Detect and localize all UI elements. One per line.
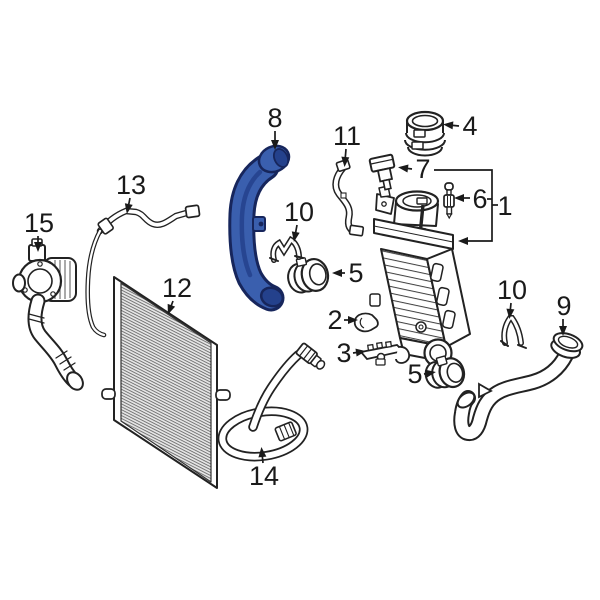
coolant-hose-13 — [85, 204, 201, 338]
clip-2 — [353, 312, 379, 333]
clip-10-upper — [269, 235, 304, 263]
charge-air-hose-8-highlighted — [228, 144, 291, 312]
radiator-left-peg — [101, 388, 116, 400]
callout-12[interactable]: 12 — [162, 273, 192, 316]
callout-label-9[interactable]: 9 — [556, 291, 571, 321]
callout-10-lower[interactable]: 10 — [497, 275, 527, 319]
callout-7[interactable]: 7 — [398, 154, 431, 184]
callout-label-12[interactable]: 12 — [162, 273, 192, 303]
bracket-3 — [359, 340, 411, 366]
radiator — [101, 276, 231, 489]
hose-connector-5-lower — [424, 355, 466, 389]
bracket-11 — [332, 158, 365, 237]
callout-8[interactable]: 8 — [267, 103, 283, 150]
water-pump-hose — [27, 293, 84, 391]
callout-9[interactable]: 9 — [556, 291, 572, 336]
callout-label-15[interactable]: 15 — [24, 208, 54, 238]
callout-15[interactable]: 15 — [24, 208, 54, 252]
callout-label-8[interactable]: 8 — [267, 103, 282, 133]
outlet-pipe-9 — [453, 332, 584, 442]
pump-side-port — [12, 273, 26, 293]
hose-connector-5-upper — [287, 257, 330, 294]
callout-4[interactable]: 4 — [443, 111, 478, 141]
hose-14 — [217, 342, 326, 462]
callout-label-13[interactable]: 13 — [116, 170, 146, 200]
callout-label-6[interactable]: 6 — [472, 184, 487, 214]
callout-2[interactable]: 2 — [327, 305, 358, 335]
callout-label-10-lower[interactable]: 10 — [497, 275, 527, 305]
callout-3[interactable]: 3 — [336, 338, 366, 368]
hose-connector-4 — [404, 110, 446, 157]
callout-1[interactable]: 1 — [434, 169, 513, 245]
callout-label-10-upper[interactable]: 10 — [284, 197, 314, 227]
callout-label-3[interactable]: 3 — [336, 338, 351, 368]
callout-label-4[interactable]: 4 — [462, 111, 477, 141]
callout-label-2[interactable]: 2 — [327, 305, 342, 335]
callout-label-5-upper[interactable]: 5 — [348, 258, 363, 288]
callout-label-1[interactable]: 1 — [497, 191, 512, 221]
callout-label-11[interactable]: 11 — [333, 121, 361, 151]
callout-label-7[interactable]: 7 — [415, 154, 430, 184]
sensor-7 — [368, 153, 396, 191]
water-pump — [12, 238, 77, 304]
callout-label-5-lower[interactable]: 5 — [407, 359, 422, 389]
sensor-6 — [443, 182, 455, 220]
callout-5-lower[interactable]: 5 — [407, 359, 436, 389]
callout-13[interactable]: 13 — [116, 170, 146, 215]
callout-5-upper[interactable]: 5 — [332, 258, 364, 288]
clip-10-lower — [500, 315, 527, 349]
callout-6[interactable]: 6 — [454, 184, 488, 214]
callout-label-14[interactable]: 14 — [249, 461, 279, 491]
callout-11[interactable]: 11 — [333, 121, 361, 167]
radiator-right-peg — [215, 389, 231, 401]
callout-10-upper[interactable]: 10 — [284, 197, 314, 243]
callout-14[interactable]: 14 — [249, 447, 279, 491]
intercooler — [369, 185, 471, 368]
